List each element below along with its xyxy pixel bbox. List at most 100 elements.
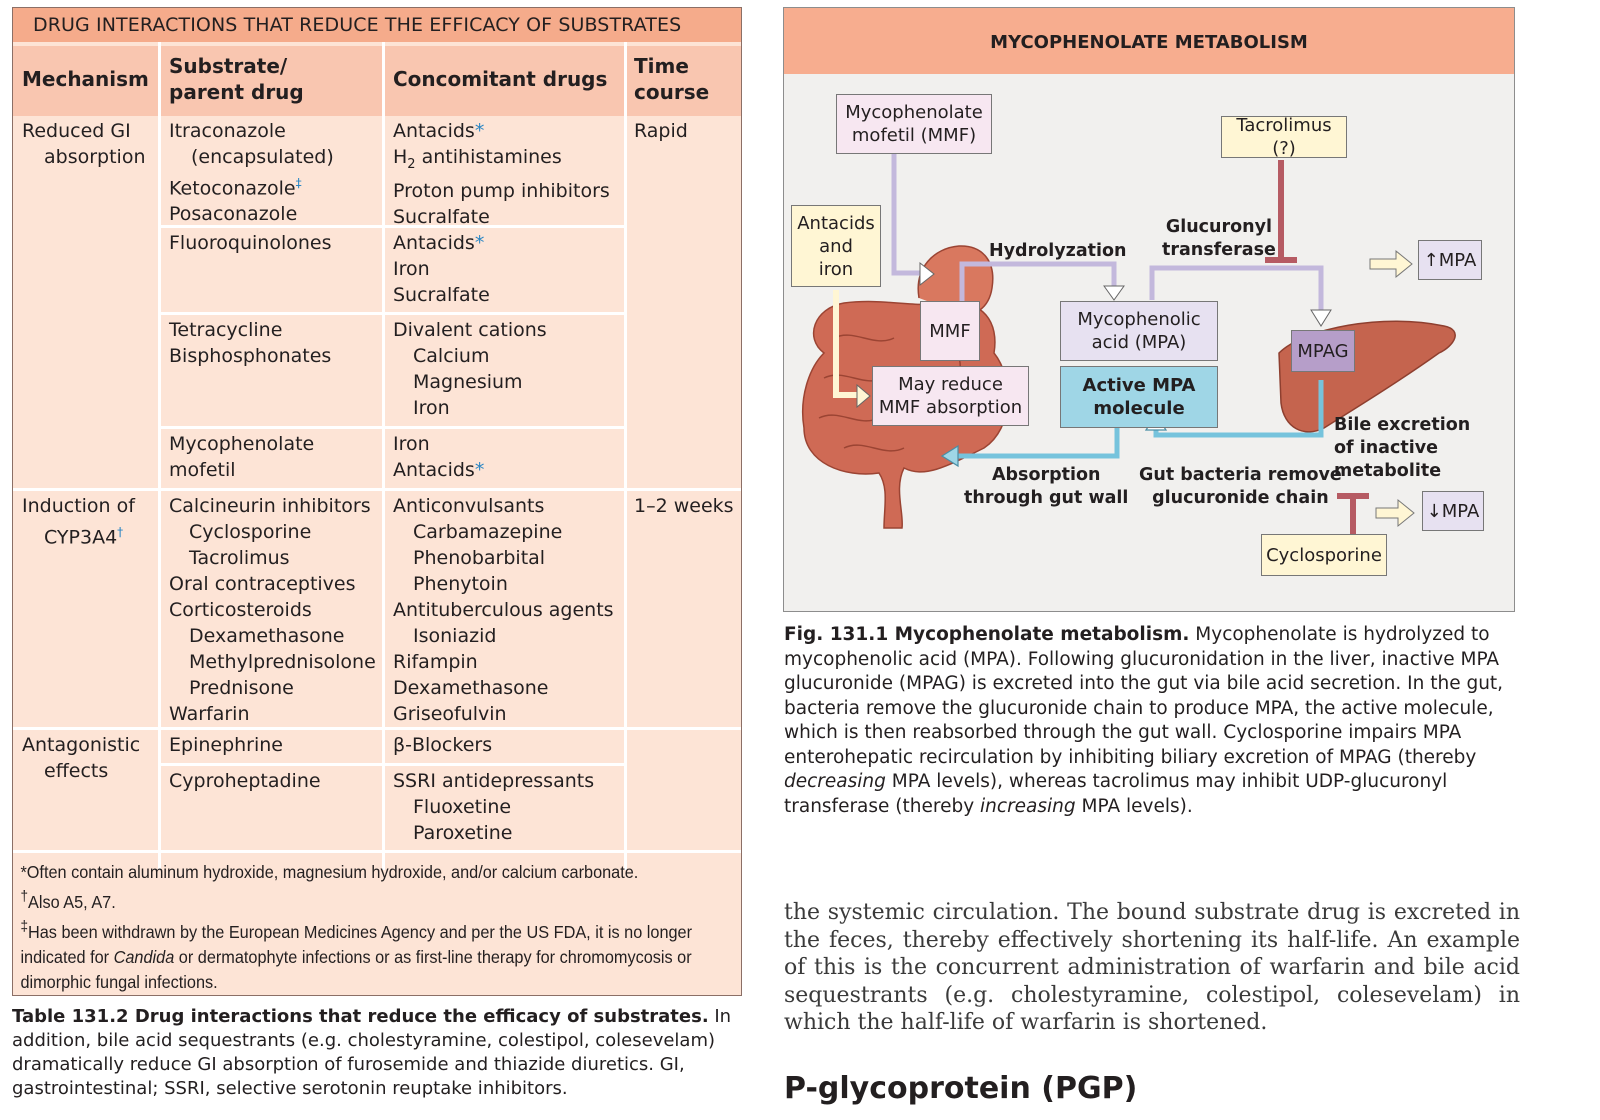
row-divider: [159, 312, 625, 315]
mechanism-label: absorption: [44, 146, 146, 168]
table-row: Mycophenolate mofetil Iron Antacids*: [13, 431, 741, 488]
mechanism-label: effects: [44, 760, 109, 782]
concomitant-drug: SSRI antidepressants: [393, 770, 595, 792]
group-reduced-gi: Reduced GI absorption Rapid: [13, 118, 741, 488]
table-row: Epinephrine β-Blockers: [13, 732, 741, 763]
substrate: Methylprednisolone: [189, 651, 376, 673]
mechanism-label: Induction of: [22, 495, 135, 517]
substrate: Oral contraceptives: [169, 573, 356, 595]
group-induction: Induction of CYP3A4† Calcineurin inhibit…: [13, 493, 741, 727]
concomitant-drug: Isoniazid: [413, 625, 497, 647]
table-header-row: Mechanism Substrate/ parent drug Concomi…: [13, 46, 741, 116]
concomitant-drug: Rifampin: [393, 651, 478, 673]
arrow-antacids: [833, 290, 859, 398]
table-row: Itraconazole (encapsulated) Ketoconazole…: [13, 118, 741, 228]
substrate: Mycophenolate: [169, 433, 315, 455]
body-paragraph: the systemic circulation. The bound subs…: [784, 900, 1520, 1035]
concomitant-drug: Antituberculous agents: [393, 599, 614, 621]
decrease-mpa-box: ↓MPA: [1422, 491, 1484, 531]
concomitant-drug: Antacids*: [393, 120, 485, 142]
substrate: (encapsulated): [191, 146, 334, 168]
substrate: Prednisone: [189, 677, 294, 699]
mechanism-label: CYP3A4†: [44, 525, 124, 549]
arrow-hydrolyzation: [959, 261, 1117, 301]
substrate: Ketoconazole‡: [169, 176, 302, 200]
concomitant-drug: β-Blockers: [393, 734, 493, 756]
table-title: DRUG INTERACTIONS THAT REDUCE THE EFFICA…: [13, 8, 741, 42]
group-antagonistic: Antagonistic effects: [13, 732, 741, 850]
concomitant-drug: Anticonvulsants: [393, 495, 545, 517]
substrate: mofetil: [169, 459, 236, 481]
concomitant-drug: Iron: [413, 397, 450, 419]
mechanism-label: Reduced GI: [22, 120, 131, 142]
concomitant-drug: Antacids*: [393, 459, 485, 481]
time-course: 1–2 weeks: [634, 495, 734, 517]
concomitant-drug: Calcium: [413, 345, 490, 367]
table-row: Fluoroquinolones Antacids* Iron Sucralfa…: [13, 230, 741, 312]
arrow-decrease: [1375, 498, 1415, 528]
header-time: Time: [634, 54, 689, 78]
time-course: Rapid: [634, 120, 688, 142]
mycophenolate-figure: MYCOPHENOLATE METABOLISM: [783, 7, 1515, 612]
label-hydrolyzation: Hydrolyzation: [989, 241, 1127, 261]
concomitant-drug: Fluoxetine: [413, 796, 512, 818]
arrow-absorption: [956, 426, 1120, 459]
concomitant-drug: Divalent cations: [393, 319, 547, 341]
concomitant-drug: Iron: [393, 433, 430, 455]
figure-title: MYCOPHENOLATE METABOLISM: [784, 8, 1514, 74]
footnote: *Often contain aluminum hydroxide, magne…: [20, 862, 639, 882]
substrate: Posaconazole: [169, 203, 298, 226]
mpag-box: MPAG: [1291, 330, 1355, 372]
concomitant-drug: Magnesium: [413, 371, 523, 393]
concomitant-drug: Iron: [393, 258, 430, 280]
substrate: Calcineurin inhibitors: [169, 495, 371, 517]
substrate: Cyclosporine: [189, 521, 312, 543]
table-row: Tetracycline Bisphosphonates Divalent ca…: [13, 317, 741, 427]
substrate: Dexamethasone: [189, 625, 345, 647]
concomitant-drug: Proton pump inhibitors: [393, 179, 610, 202]
tacrolimus-box: Tacrolimus (?): [1221, 115, 1347, 159]
header-concomitant: Concomitant drugs: [393, 67, 608, 91]
concomitant-drug: H2 antihistamines: [393, 146, 562, 172]
concomitant-drug: Antacids*: [393, 232, 485, 254]
row-divider: [13, 850, 741, 853]
concomitant-drug: Paroxetine: [413, 822, 513, 844]
concomitant-drug: Dexamethasone: [393, 677, 549, 699]
substrate: Cyproheptadine: [169, 770, 321, 792]
concomitant-drug: Griseofulvin: [393, 703, 507, 725]
substrate: Fluoroquinolones: [169, 232, 332, 254]
concomitant-drug: Sucralfate: [393, 205, 490, 228]
arrow-increase: [1369, 249, 1413, 279]
column-divider: [382, 42, 385, 870]
substrate: Warfarin: [169, 703, 250, 725]
header-mechanism: Mechanism: [22, 67, 149, 91]
substrate: Epinephrine: [169, 734, 283, 756]
concomitant-drug: Phenytoin: [413, 573, 508, 595]
row-divider: [13, 727, 741, 730]
row-divider: [159, 426, 625, 429]
mechanism-label: Antagonistic: [22, 734, 141, 756]
drug-interactions-table: DRUG INTERACTIONS THAT REDUCE THE EFFICA…: [12, 7, 742, 996]
row-divider: [159, 225, 625, 228]
figure-caption: Fig. 131.1 Mycophenolate metabolism. Myc…: [784, 624, 1504, 817]
column-divider: [624, 42, 627, 870]
substrate: Tetracycline: [169, 319, 283, 341]
row-divider: [13, 488, 741, 491]
header-substrate: Substrate/: [169, 54, 288, 78]
section-heading: P-glycoprotein (PGP): [784, 1071, 1138, 1106]
cyclosporine-box: Cyclosporine: [1261, 534, 1387, 576]
arrow-glucuronidation: [1149, 265, 1324, 311]
table-row: Cyproheptadine SSRI antidepressants Fluo…: [13, 768, 741, 850]
table-caption: Table 131.2 Drug interactions that reduc…: [12, 1006, 732, 1099]
column-divider: [158, 42, 161, 870]
substrate: Corticosteroids: [169, 599, 312, 621]
header-parent-drug: parent drug: [169, 80, 304, 104]
